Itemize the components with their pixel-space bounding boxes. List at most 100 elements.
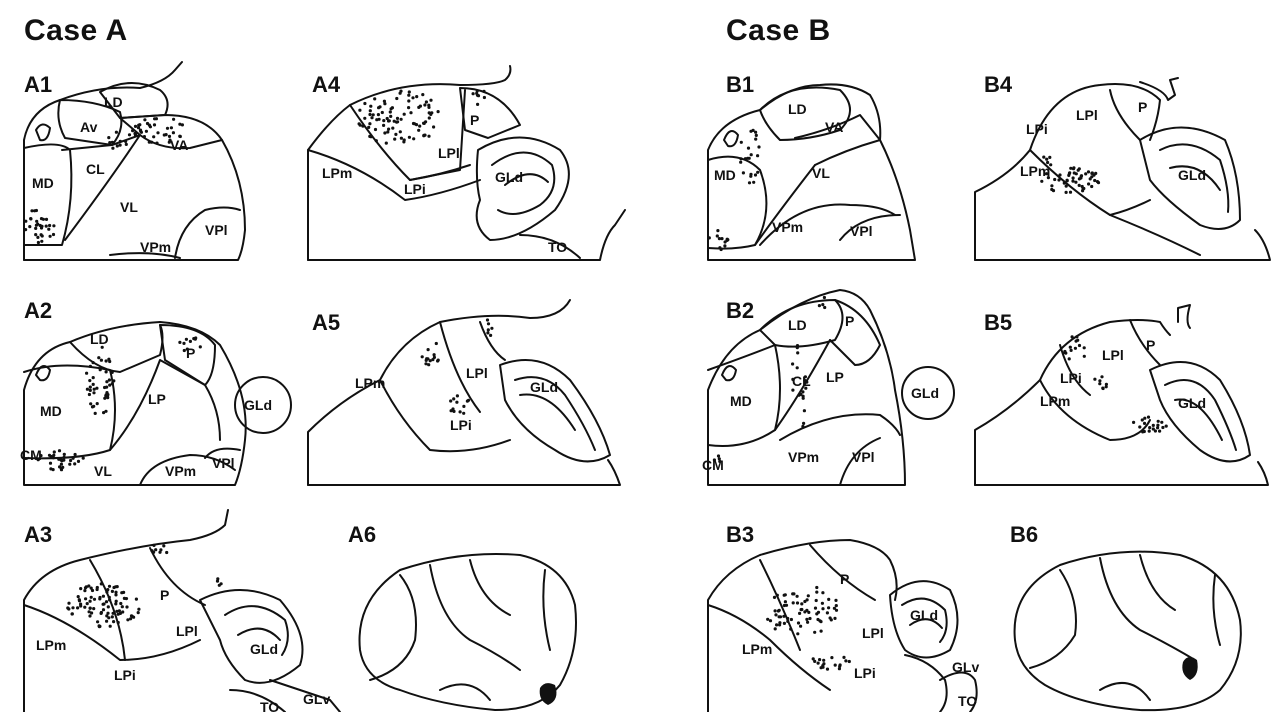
labeled-cell-dot: [84, 586, 87, 589]
a4-region-lpm: LPm: [322, 165, 352, 181]
labeled-cell-dot: [1050, 188, 1053, 191]
labeled-cell-dot: [369, 135, 372, 138]
labeled-cell-dot: [818, 658, 821, 661]
labeled-cell-dot: [126, 618, 129, 621]
a4-region-lpi: LPi: [404, 181, 426, 197]
labeled-cell-dot: [90, 611, 93, 614]
b2-region-gld: GLd: [911, 385, 939, 401]
labeled-cell-dot: [179, 135, 182, 138]
labeled-cell-dot: [88, 614, 91, 617]
labeled-cell-dot: [838, 665, 841, 668]
labeled-cell-dot: [393, 138, 396, 141]
labeled-cell-dot: [411, 96, 414, 99]
a2-region-lp: LP: [148, 391, 166, 407]
panel-a3-section: P LPm LPl LPi GLd GLv TO: [24, 510, 340, 712]
labeled-cell-dot: [97, 356, 100, 359]
labeled-cell-dot: [1045, 158, 1048, 161]
labeled-cell-dot: [143, 118, 146, 121]
labeled-cell-dot: [718, 246, 721, 249]
b3-region-gld: GLd: [910, 607, 938, 623]
labeled-cell-dot: [145, 130, 148, 133]
labeled-cell-dot: [829, 616, 832, 619]
labeled-cell-dot: [363, 102, 366, 105]
labeled-cell-dot: [107, 605, 110, 608]
labeled-cell-dot: [377, 113, 380, 116]
labeled-cell-dot: [163, 133, 166, 136]
labeled-cell-dot: [1049, 163, 1052, 166]
labeled-cell-dot: [476, 94, 479, 97]
labeled-cell-dot: [1102, 387, 1105, 390]
labeled-cell-dot: [403, 138, 406, 141]
labeled-cell-dot: [755, 134, 758, 137]
labeled-cell-dot: [1053, 178, 1056, 181]
b2-region-md: MD: [730, 393, 752, 409]
panel-b5-section: LPl P LPi LPm GLd: [975, 305, 1268, 485]
labeled-cell-dot: [804, 375, 807, 378]
labeled-cell-dot: [412, 122, 415, 125]
labeled-cell-dot: [437, 359, 440, 362]
labeled-cell-dot: [756, 154, 759, 157]
labeled-cell-dot: [74, 453, 77, 456]
labeled-cell-dot: [183, 349, 186, 352]
labeled-cell-dot: [153, 117, 156, 120]
labeled-cell-dot: [143, 135, 146, 138]
labeled-cell-dot: [486, 331, 489, 334]
labeled-cell-dot: [105, 620, 108, 623]
labeled-cell-dot: [1093, 179, 1096, 182]
labeled-cell-dot: [395, 97, 398, 100]
labeled-cell-dot: [108, 378, 111, 381]
labeled-cell-dot: [96, 586, 99, 589]
labeled-cell-dot: [776, 594, 779, 597]
labeled-cell-dot: [108, 360, 111, 363]
labeled-cell-dot: [155, 142, 158, 145]
labeled-cell-dot: [89, 600, 92, 603]
a3-region-p: P: [160, 587, 169, 603]
labeled-cell-dot: [1087, 170, 1090, 173]
labeled-cell-dot: [833, 617, 836, 620]
labeled-cell-dot: [459, 410, 462, 413]
labeled-cell-dot: [83, 589, 86, 592]
labeled-cell-dot: [373, 97, 376, 100]
labeled-cell-dot: [358, 109, 361, 112]
labeled-cell-dot: [134, 125, 137, 128]
labeled-cell-dot: [399, 130, 402, 133]
labeled-cell-dot: [462, 405, 465, 408]
b5-region-p: P: [1146, 337, 1155, 353]
b5-region-gld: GLd: [1178, 395, 1206, 411]
labeled-cell-dot: [111, 382, 114, 385]
labeled-cell-dot: [815, 599, 818, 602]
a6-lesion-marker: [540, 683, 557, 705]
labeled-cell-dot: [819, 620, 822, 623]
labeled-cell-dot: [369, 105, 372, 108]
a5-region-gld: GLd: [530, 379, 558, 395]
labeled-cell-dot: [62, 459, 65, 462]
labeled-cell-dot: [1078, 184, 1081, 187]
labeled-cell-dot: [476, 89, 479, 92]
labeled-cell-dot: [752, 181, 755, 184]
a1-region-av: Av: [80, 119, 98, 135]
labeled-cell-dot: [796, 632, 799, 635]
labeled-cell-dot: [150, 549, 153, 552]
labeled-cell-dot: [749, 175, 752, 178]
b4-region-p: P: [1138, 99, 1147, 115]
labeled-cell-dot: [1069, 346, 1072, 349]
labeled-cell-dot: [487, 322, 490, 325]
labeled-cell-dot: [789, 628, 792, 631]
labeled-cell-dot: [1160, 421, 1163, 424]
labeled-cell-dot: [123, 597, 126, 600]
labeled-cell-dot: [106, 393, 109, 396]
b2-region-lp: LP: [826, 369, 844, 385]
labeled-cell-dot: [368, 113, 371, 116]
labeled-cell-dot: [67, 602, 70, 605]
labeled-cell-dot: [1138, 425, 1141, 428]
labeled-cell-dot: [34, 227, 37, 230]
labeled-cell-dot: [385, 142, 388, 145]
labeled-cell-dot: [59, 458, 62, 461]
labeled-cell-dot: [415, 95, 418, 98]
labeled-cell-dot: [115, 610, 118, 613]
labeled-cell-dot: [427, 348, 430, 351]
labeled-cell-dot: [716, 229, 719, 232]
labeled-cell-dot: [37, 241, 40, 244]
b2-region-p: P: [845, 313, 854, 329]
b1-region-vl: VL: [812, 165, 830, 181]
